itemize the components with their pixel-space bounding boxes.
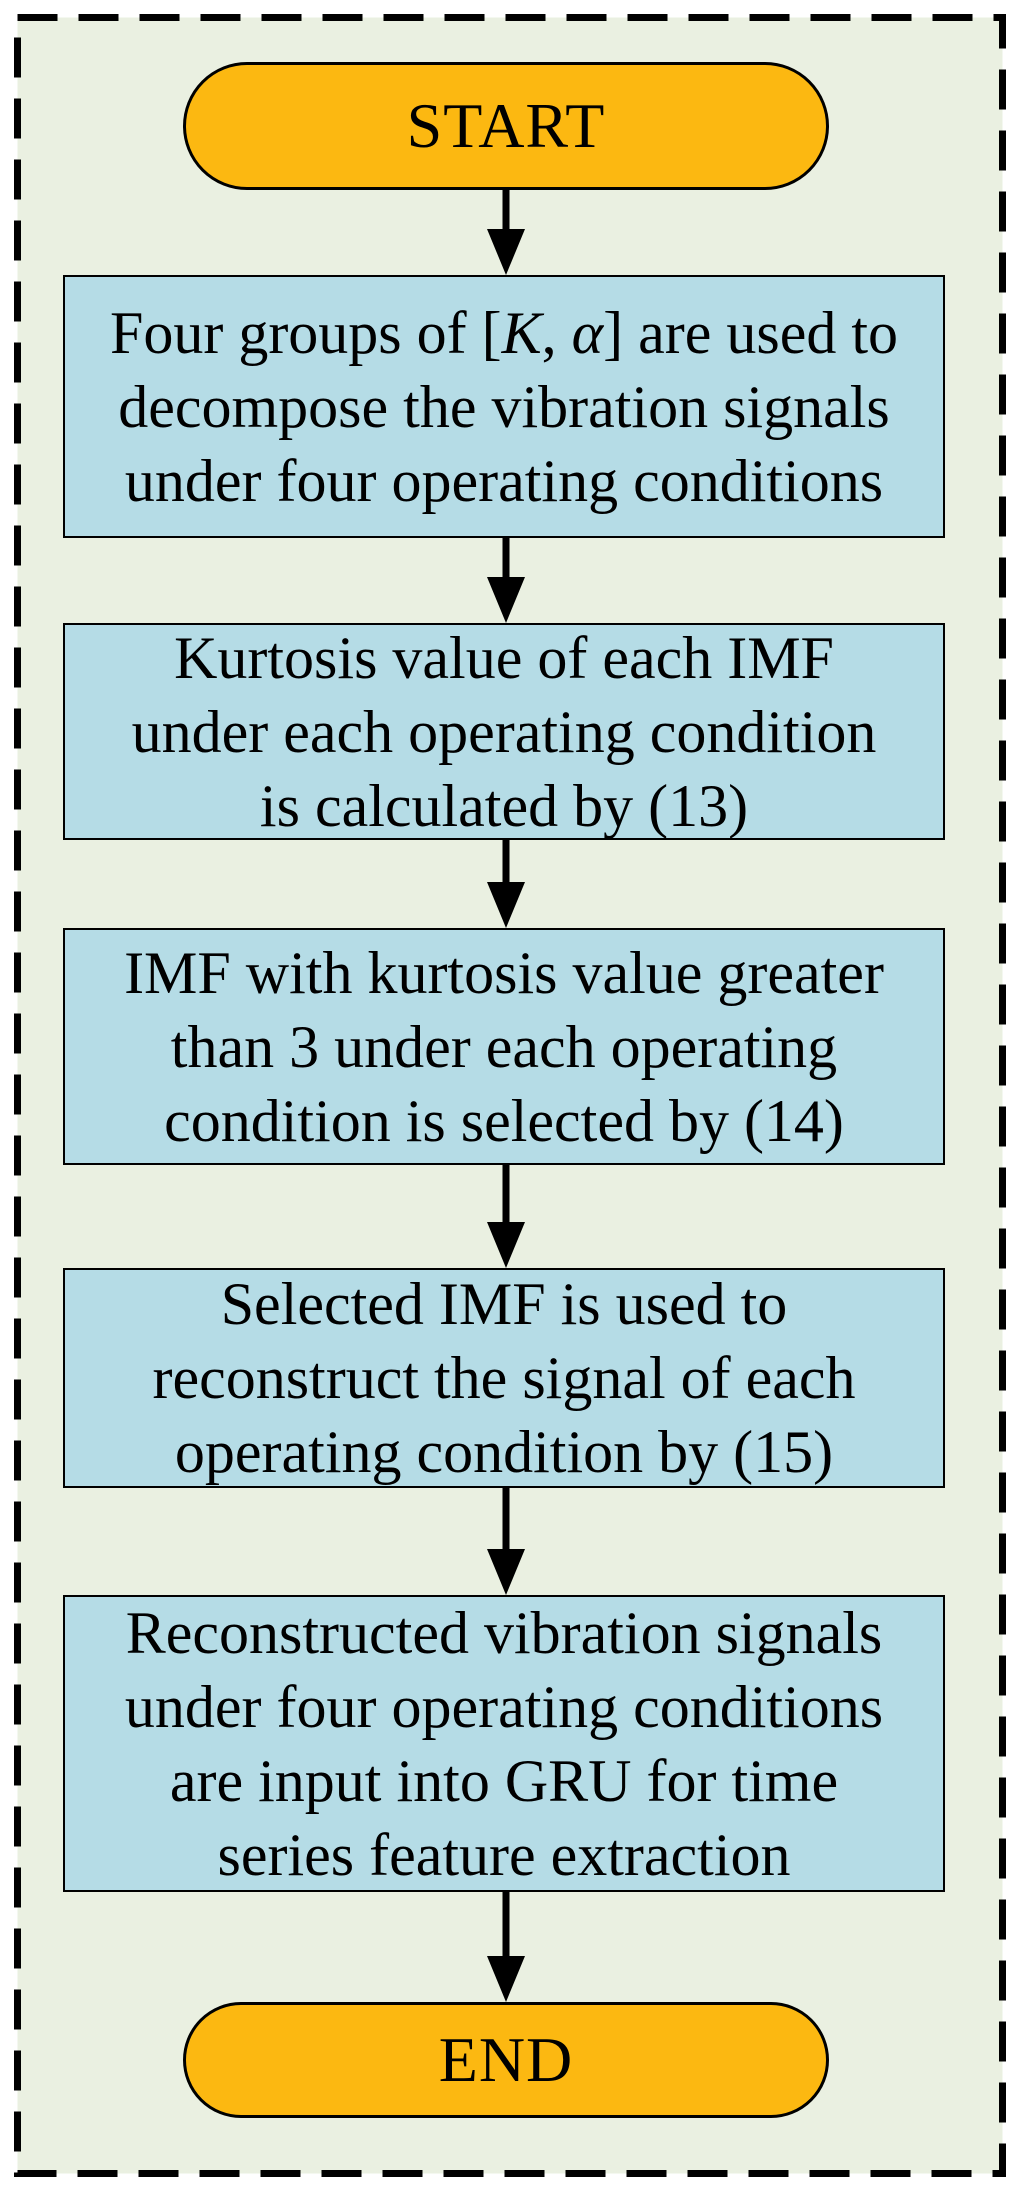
arrow-head-icon — [487, 1222, 525, 1268]
process-box-line: condition is selected by (14) — [164, 1087, 844, 1154]
arrow-shaft — [502, 839, 510, 888]
process-box-line: IMF with kurtosis value greater — [124, 939, 884, 1006]
arrow-shaft — [502, 1487, 510, 1555]
flow-arrow-4 — [487, 1164, 525, 1268]
process-box-line: operating condition by (15) — [174, 1419, 834, 1485]
arrow-head-icon — [487, 577, 525, 623]
flow-arrow-6 — [487, 1891, 525, 2002]
arrow-head-icon — [487, 1956, 525, 2002]
start-terminal: START — [183, 62, 829, 190]
start-label: START — [406, 90, 606, 161]
arrow-head-icon — [487, 1549, 525, 1595]
flow-arrow-3 — [487, 839, 525, 928]
process-box-vmd-decomposition: Four groups of [K, α] are used to decompo… — [63, 275, 945, 538]
process-box-line: under four operating conditions — [124, 447, 884, 514]
process-box-kurtosis-calculation: Kurtosis value of each IMF under each ope… — [63, 623, 945, 840]
process-box-line: than 3 under each operating — [170, 1013, 838, 1080]
arrow-shaft — [502, 188, 510, 235]
flow-arrow-5 — [487, 1487, 525, 1595]
arrow-shaft — [502, 1164, 510, 1228]
flow-arrow-2 — [487, 537, 525, 623]
process-box-line: are input into GRU for time — [169, 1747, 839, 1814]
end-label: END — [438, 2024, 574, 2095]
process-box-line: Four groups of [K, α] are used to — [109, 299, 899, 366]
end-terminal: END — [183, 2002, 829, 2118]
arrow-shaft — [502, 537, 510, 583]
process-box-signal-reconstruction: Selected IMF is used to reconstruct the s… — [63, 1268, 945, 1488]
arrow-head-icon — [487, 229, 525, 275]
process-box-line: reconstruct the signal of each — [152, 1345, 856, 1411]
process-box-line: Kurtosis value of each IMF — [174, 624, 834, 691]
process-box-line: Selected IMF is used to — [220, 1271, 788, 1337]
process-box-line: series feature extraction — [217, 1821, 791, 1888]
process-box-gru-feature-extraction: Reconstructed vibration signals under fou… — [63, 1595, 945, 1892]
process-box-line: under each operating condition — [131, 698, 877, 765]
flow-arrow-1 — [487, 188, 525, 275]
process-box-line: is calculated by (13) — [259, 772, 749, 839]
arrow-head-icon — [487, 882, 525, 928]
process-box-line: Reconstructed vibration signals — [125, 1599, 883, 1666]
process-box-imf-selection: IMF with kurtosis value greater than 3 un… — [63, 928, 945, 1165]
arrow-shaft — [502, 1891, 510, 1962]
process-box-line: under four operating conditions — [124, 1673, 884, 1740]
process-box-line: decompose the vibration signals — [118, 373, 890, 440]
